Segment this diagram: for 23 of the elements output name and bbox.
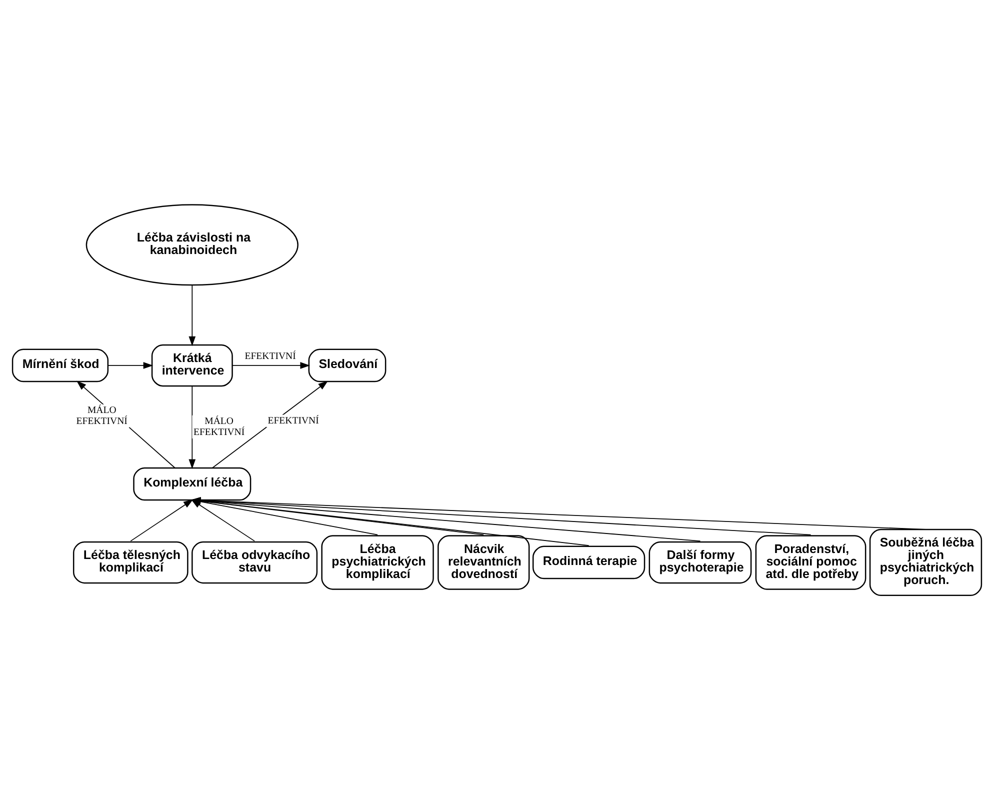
node-box: Léčba psychiatrických komplikací: [321, 535, 434, 590]
edge-label: EFEKTIVNÍ: [268, 415, 319, 426]
node-box: Další formy psychoterapie: [648, 541, 752, 584]
arrow: [130, 499, 194, 542]
arrow: [212, 380, 328, 468]
node-box: Léčba odvykacího stavu: [192, 541, 318, 584]
arrow: [188, 386, 196, 470]
node-box: Souběžná léčba jiných psychiatrických poruch.: [869, 528, 982, 596]
node-box: Sledování: [308, 348, 386, 382]
arrow: [108, 362, 154, 369]
node-box: Poradenství, sociální pomoc atd. dle potřeby: [755, 535, 866, 590]
edge-label: MÁLO EFEKTIVNÍ: [76, 405, 128, 427]
node-box: Krátká intervence: [151, 344, 233, 387]
node-box: Rodinná terapie: [532, 546, 646, 580]
node-box: Mírnění škod: [12, 348, 109, 382]
node-box: Komplexní léčba: [133, 467, 252, 501]
edge-label: MÁLO EFEKTIVNÍ: [193, 416, 245, 438]
node-box: Nácvik relevantních dovedností: [438, 535, 530, 590]
node-ellipse: Léčba závislosti na kanabinoidech: [86, 204, 298, 286]
arrow: [188, 284, 196, 346]
node-box: Léčba tělesných komplikací: [72, 541, 188, 584]
arrow: [232, 362, 310, 369]
edge-label: EFEKTIVNÍ: [244, 351, 296, 362]
